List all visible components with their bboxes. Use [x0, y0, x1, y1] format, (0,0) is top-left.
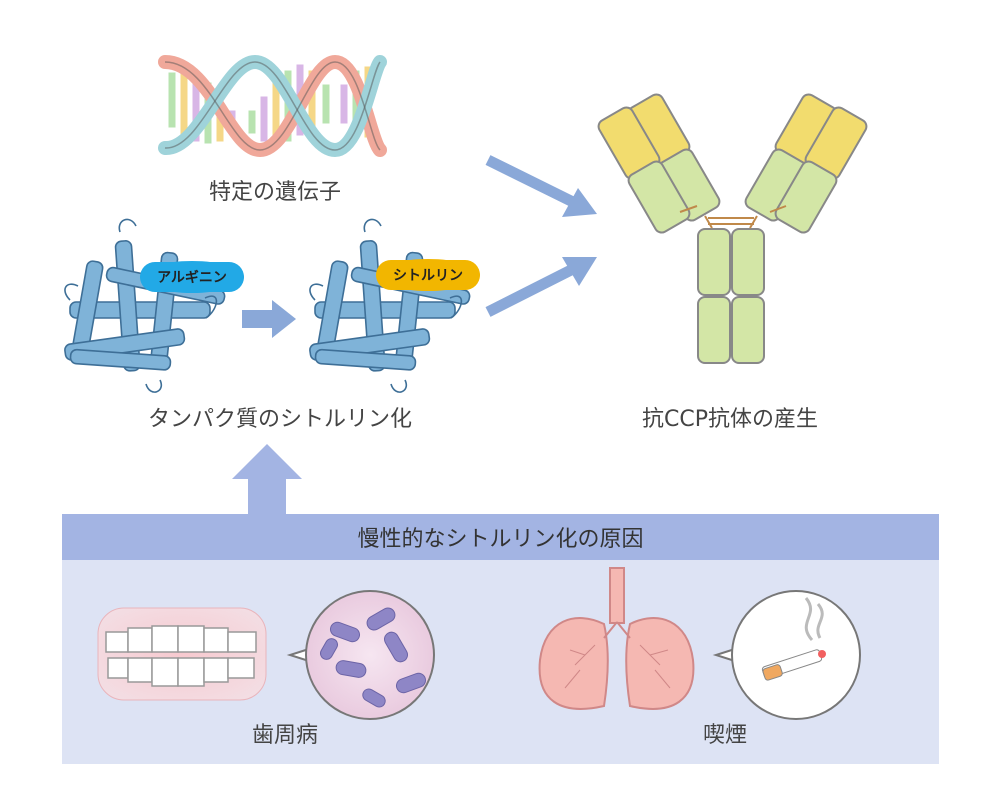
teeth-icon: [97, 607, 267, 701]
arginine-badge: アルギニン: [140, 262, 244, 292]
periodontal-label: 歯周病: [251, 723, 318, 748]
citrullination-label: タンパク質のシトルリン化: [147, 407, 412, 432]
citrulline-badge: シトルリン: [376, 260, 480, 290]
protein-citrulline-icon: [309, 218, 471, 393]
smoking-label: 喫煙: [702, 723, 747, 748]
gene-label: 特定の遺伝子: [208, 180, 341, 205]
antibody-icon: [597, 93, 868, 364]
arrow-causes-up: [232, 444, 302, 518]
antibody-label: 抗CCP抗体の産生: [642, 407, 818, 432]
arrow-gene-to-antibody: [485, 155, 597, 217]
lungs-icon: [538, 567, 695, 710]
causes-header: 慢性的なシトルリン化の原因: [62, 514, 939, 560]
arrow-arginine-to-citrulline: [242, 300, 296, 338]
arginine-badge-text: アルギニン: [157, 270, 227, 286]
bacteria-bubble-icon: [286, 590, 435, 720]
causes-header-text: 慢性的なシトルリン化の原因: [357, 527, 644, 552]
dna-helix-icon: [158, 54, 387, 158]
cigarette-bubble-icon: [712, 590, 861, 720]
arrow-citrullination-to-antibody: [485, 257, 597, 317]
citrulline-badge-text: シトルリン: [393, 268, 463, 284]
protein-arginine-icon: [64, 218, 226, 393]
